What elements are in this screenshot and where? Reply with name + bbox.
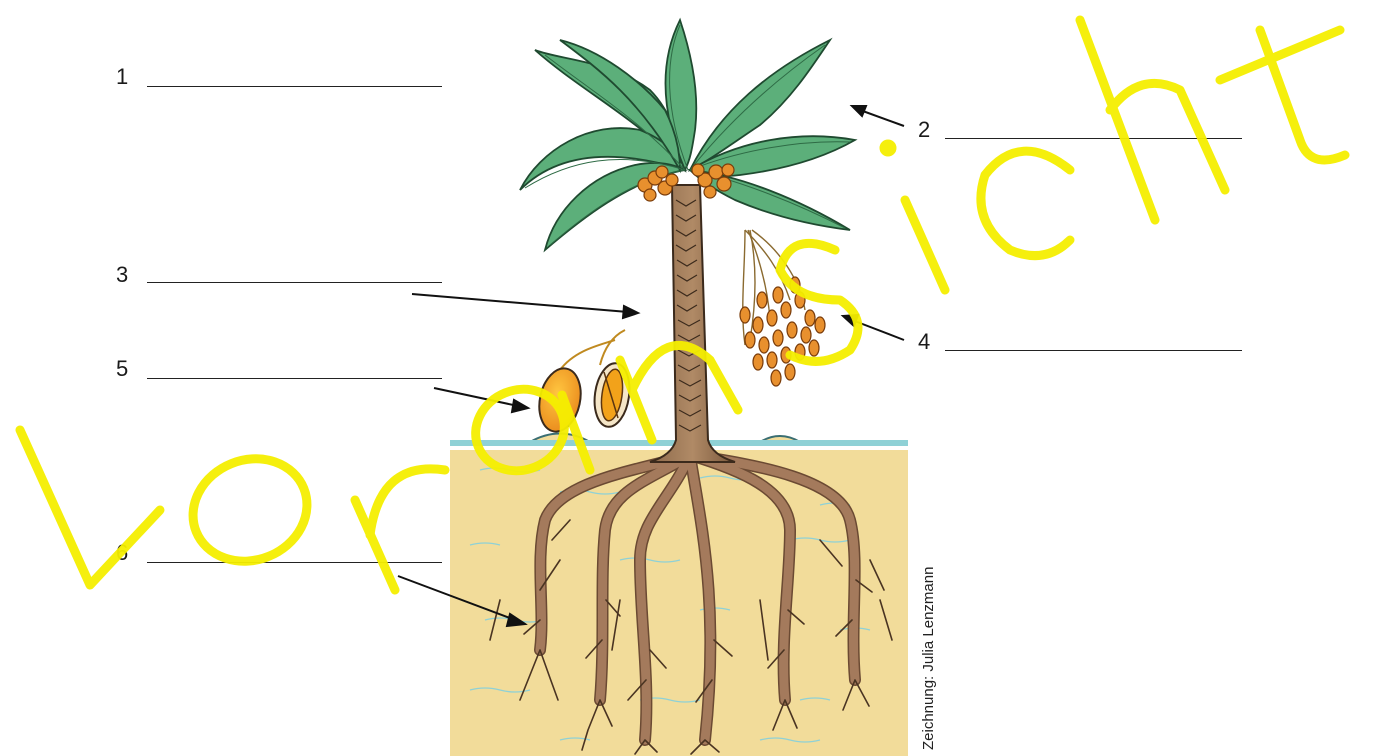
arrow-5 <box>434 388 518 406</box>
label-number-2: 2 <box>918 117 930 143</box>
answer-line-3[interactable] <box>147 282 442 283</box>
answer-line-4[interactable] <box>945 350 1242 351</box>
answer-line-2[interactable] <box>945 138 1242 139</box>
answer-line-5[interactable] <box>147 378 442 379</box>
date-cluster <box>740 230 825 386</box>
illustration-credit: Zeichnung: Julia Lenzmann <box>920 567 937 750</box>
arrow-2 <box>860 110 904 126</box>
label-number-5: 5 <box>116 356 128 382</box>
label-number-1: 1 <box>116 64 128 90</box>
answer-line-1[interactable] <box>147 86 442 87</box>
seeds <box>534 330 634 435</box>
arrow-4 <box>852 320 904 340</box>
label-number-4: 4 <box>918 329 930 355</box>
answer-line-6[interactable] <box>147 562 442 563</box>
arrow-3 <box>412 294 628 312</box>
label-number-6: 6 <box>116 540 128 566</box>
label-number-3: 3 <box>116 262 128 288</box>
